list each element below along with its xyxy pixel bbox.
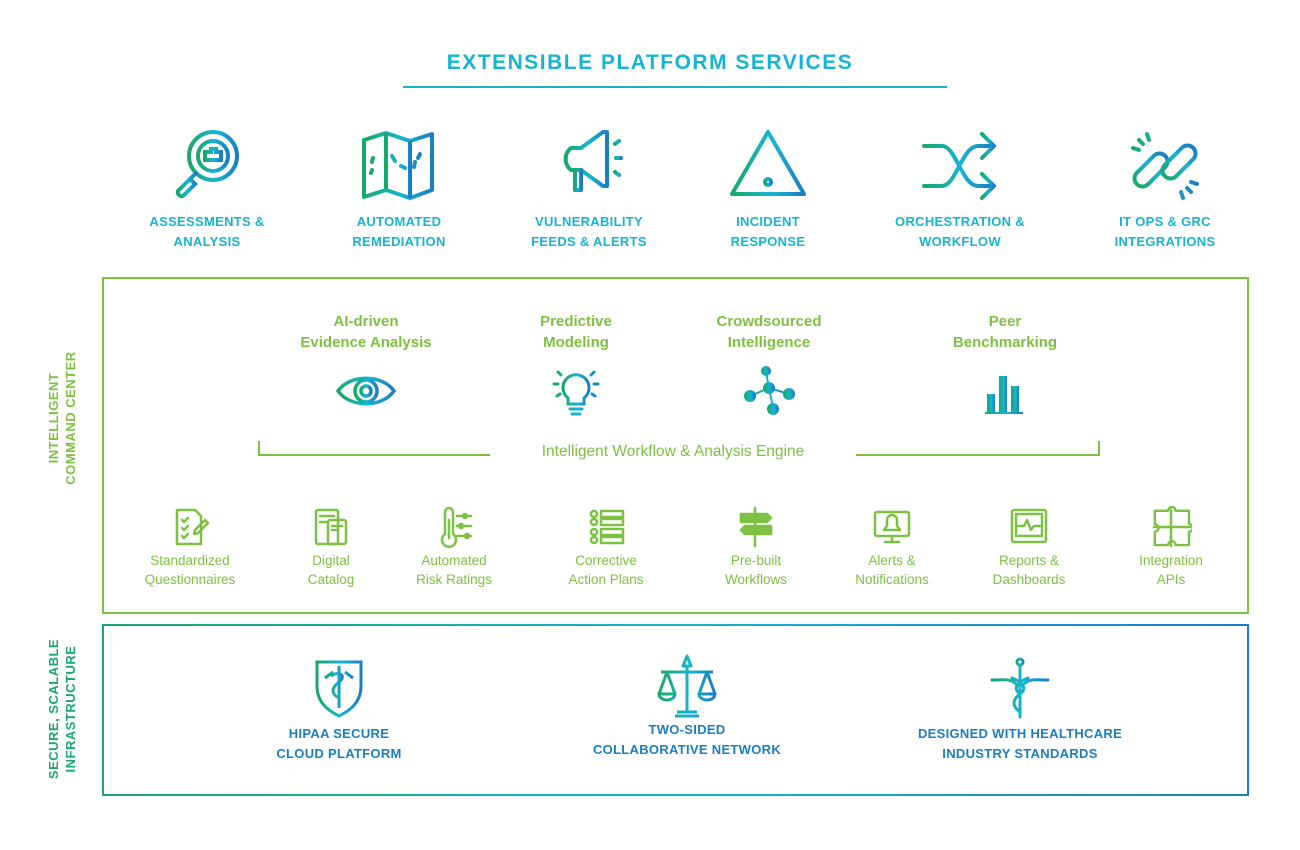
module-label: Pre-built xyxy=(730,553,782,568)
service-orchestration: ORCHESTRATION & WORKFLOW xyxy=(860,126,1060,252)
service-label: AUTOMATED xyxy=(356,214,442,229)
service-label: ANALYSIS xyxy=(173,234,241,249)
service-label: ORCHESTRATION & xyxy=(895,214,1025,229)
service-incident: INCIDENT RESPONSE xyxy=(668,126,868,252)
questionnaire-icon xyxy=(175,508,210,546)
service-remediation: AUTOMATED REMEDIATION xyxy=(299,126,499,252)
catalog-icon xyxy=(314,508,348,546)
service-integrations: IT OPS & GRC INTEGRATIONS xyxy=(1065,126,1265,252)
service-label: VULNERABILITY xyxy=(535,214,643,229)
caduceus-icon xyxy=(990,657,1050,719)
service-assessments: ASSESSMENTS & ANALYSIS xyxy=(107,126,307,252)
signpost-icon xyxy=(739,506,773,548)
shield-caduceus-icon xyxy=(315,660,363,718)
command-center-box xyxy=(102,277,1249,614)
service-label: INCIDENT xyxy=(736,214,800,229)
module-label: Reports & xyxy=(998,553,1060,568)
warning-triangle-icon xyxy=(730,130,806,196)
module-label: Action Plans xyxy=(568,572,644,587)
module-label: Catalog xyxy=(307,572,355,587)
magnifier-puzzle-icon xyxy=(175,130,239,199)
infrastructure-box xyxy=(102,624,1249,796)
thermometer-sliders-icon xyxy=(440,506,473,548)
module-item: Alerts & Notifications xyxy=(822,506,962,589)
dashboard-monitor-icon xyxy=(1010,508,1048,544)
module-item: Reports & Dashboards xyxy=(959,506,1099,589)
service-label: INTEGRATIONS xyxy=(1114,234,1216,249)
shuffle-icon xyxy=(922,132,996,200)
service-label: RESPONSE xyxy=(730,234,806,249)
megaphone-icon xyxy=(563,130,623,192)
module-label: Notifications xyxy=(855,572,929,587)
module-label: Dashboards xyxy=(992,572,1066,587)
module-label: APIs xyxy=(1156,572,1186,587)
service-label: FEEDS & ALERTS xyxy=(531,234,647,249)
balance-scale-icon xyxy=(657,654,717,718)
service-label: ASSESSMENTS & xyxy=(149,214,265,229)
alert-bell-icon xyxy=(873,510,911,544)
title-divider xyxy=(403,86,947,88)
module-label: Risk Ratings xyxy=(416,572,492,587)
module-label: Digital xyxy=(312,553,350,568)
map-icon xyxy=(362,131,434,200)
page-title: EXTENSIBLE PLATFORM SERVICES xyxy=(446,51,854,74)
module-label: Integration xyxy=(1139,553,1203,568)
puzzle-icon xyxy=(1152,506,1192,548)
bar-chart-icon xyxy=(985,376,1023,414)
module-label: Standardized xyxy=(150,553,230,568)
module-label: Corrective xyxy=(575,553,637,568)
module-label: Alerts & xyxy=(868,553,916,568)
engine-label: Intelligent Workflow & Analysis Engine xyxy=(490,443,856,461)
module-label: Automated xyxy=(421,553,487,568)
lightbulb-icon xyxy=(552,370,600,416)
service-label: REMEDIATION xyxy=(352,234,446,249)
module-label: Workflows xyxy=(724,572,787,587)
service-vulnerability: VULNERABILITY FEEDS & ALERTS xyxy=(489,126,689,252)
eye-icon xyxy=(335,376,397,406)
service-label: WORKFLOW xyxy=(919,234,1001,249)
module-label: Questionnaires xyxy=(144,572,236,587)
service-label: IT OPS & GRC xyxy=(1119,214,1211,229)
action-list-icon xyxy=(589,509,625,545)
network-nodes-icon xyxy=(744,366,795,415)
link-icon xyxy=(1131,132,1199,200)
